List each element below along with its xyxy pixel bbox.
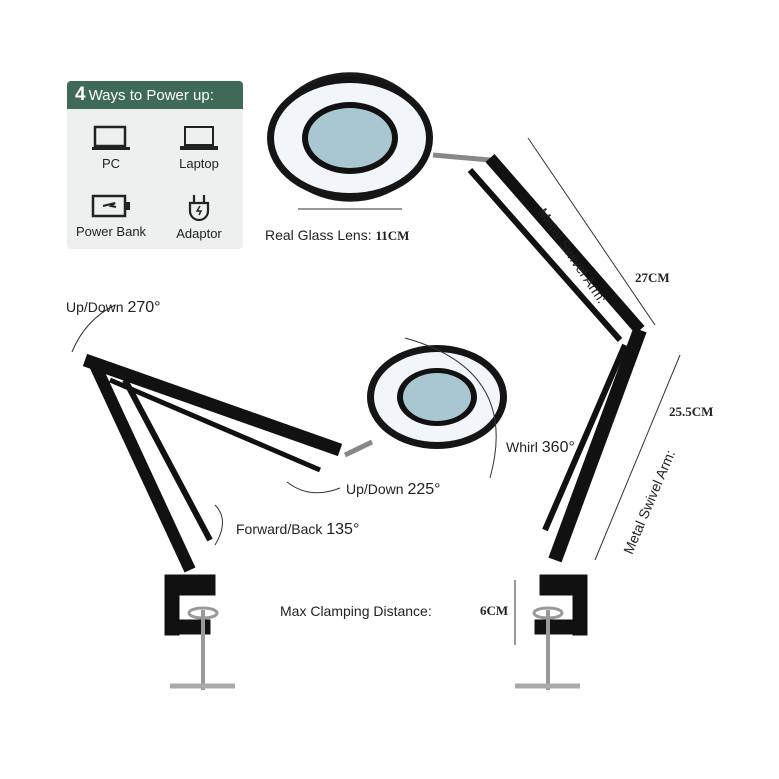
right-lamp bbox=[267, 72, 647, 690]
clamp-size: 6CM bbox=[480, 603, 509, 618]
laptop-icon bbox=[180, 126, 218, 150]
updown-225-label: Up/Down 225° bbox=[346, 481, 441, 498]
arm1-size: 27CM bbox=[635, 270, 670, 285]
left-lamp bbox=[82, 345, 507, 690]
plug-icon bbox=[188, 195, 210, 221]
arm2-size: 25.5CM bbox=[669, 404, 714, 419]
battery-icon bbox=[91, 194, 130, 218]
forward-back-label: Forward/Back 135° bbox=[236, 521, 360, 538]
lens-label: Real Glass Lens: 11CM bbox=[265, 227, 410, 243]
power-option-pc: PC bbox=[67, 125, 155, 171]
dimension-lines bbox=[71, 137, 681, 645]
power-option-laptop: Laptop bbox=[155, 125, 243, 171]
monitor-icon bbox=[92, 125, 130, 150]
updown-270-label: Up/Down 270° bbox=[66, 299, 161, 316]
clamp-label: Max Clamping Distance: bbox=[280, 603, 432, 619]
power-option-power-bank: Power Bank bbox=[67, 193, 155, 239]
power-option-adaptor: Adaptor bbox=[155, 193, 243, 241]
whirl-label: Whirl 360° bbox=[506, 439, 575, 456]
